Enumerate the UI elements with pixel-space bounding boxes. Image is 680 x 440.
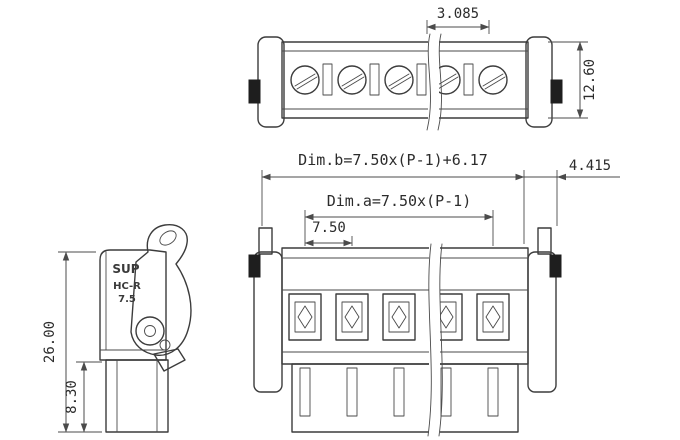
slot: [369, 63, 380, 96]
top-view: 3.085 12.60: [248, 6, 598, 131]
base-slot: [393, 367, 405, 417]
cam-circle: [135, 316, 165, 346]
break-line: [438, 243, 443, 437]
slot: [463, 63, 474, 96]
front-view: [248, 227, 562, 437]
base-slot: [487, 367, 499, 417]
screw: [384, 65, 414, 95]
lever: [130, 224, 192, 372]
brand-label: SUP: [112, 262, 139, 276]
slot: [322, 63, 333, 96]
screw: [478, 65, 508, 95]
screw: [290, 65, 320, 95]
base-slot: [440, 367, 452, 417]
pitch-label: 7.5: [118, 294, 136, 305]
dim-8-30-label: 8.30: [64, 380, 80, 414]
dim-26-00: 26.00: [42, 251, 102, 433]
side-housing: [99, 249, 167, 361]
front-body: [281, 247, 529, 365]
top-view-break: [426, 33, 442, 131]
screw: [337, 65, 367, 95]
terminal-window: [476, 293, 510, 341]
lever-hole: [159, 230, 177, 246]
formula-dimensions: Dim.b=7.50x(P-1)+6.17 4.415 Dim.a=7.50x(…: [261, 151, 620, 247]
series-label: HC-R: [113, 281, 141, 292]
front-right-contact-mark: [549, 254, 562, 278]
dim-7-50-label: 7.50: [312, 220, 346, 236]
front-base-slots: [299, 367, 499, 417]
side-view: SUP HC-R 7.5 26.00 8.30: [42, 224, 192, 433]
top-view-left-contact-mark: [248, 79, 261, 104]
terminal-window: [288, 293, 322, 341]
dim-a: Dim.a=7.50x(P-1): [304, 192, 494, 246]
dim-b: Dim.b=7.50x(P-1)+6.17: [261, 151, 525, 244]
dim-12-60: 12.60: [548, 41, 598, 119]
break-line: [427, 243, 432, 437]
cam-roller: [159, 339, 171, 351]
break-line: [426, 33, 431, 131]
dim-b-label: Dim.b=7.50x(P-1)+6.17: [298, 151, 488, 169]
dim-3-085: 3.085: [426, 6, 490, 34]
front-view-break: [427, 243, 443, 437]
front-right-tab: [537, 227, 552, 255]
side-base: [105, 359, 169, 433]
dim-7-50: 7.50: [304, 220, 353, 247]
base-slot: [346, 367, 358, 417]
dim-3-085-label: 3.085: [437, 6, 479, 22]
slot: [416, 63, 427, 96]
top-view-slots: [322, 63, 474, 96]
dim-arrow: [557, 173, 566, 181]
terminal-window: [335, 293, 369, 341]
dim-4-415-label: 4.415: [569, 158, 611, 174]
terminal-windows: [288, 293, 510, 341]
top-view-right-contact-mark: [550, 79, 563, 104]
front-left-contact-mark: [248, 254, 261, 278]
top-view-body: [281, 41, 529, 119]
top-view-left-flange: [257, 36, 285, 128]
dim-12-60-label: 12.60: [582, 59, 598, 101]
cam-pivot: [144, 325, 156, 337]
front-base: [291, 363, 519, 433]
front-left-tab: [258, 227, 273, 255]
top-view-right-flange: [525, 36, 553, 128]
dim-a-label: Dim.a=7.50x(P-1): [327, 192, 472, 210]
break-line: [437, 33, 442, 131]
base-slot: [299, 367, 311, 417]
dim-8-30: 8.30: [64, 361, 102, 433]
dim-26-00-label: 26.00: [42, 321, 58, 363]
latch-tip: [153, 348, 186, 372]
dim-4-415: 4.415: [524, 158, 620, 226]
terminal-window: [382, 293, 416, 341]
